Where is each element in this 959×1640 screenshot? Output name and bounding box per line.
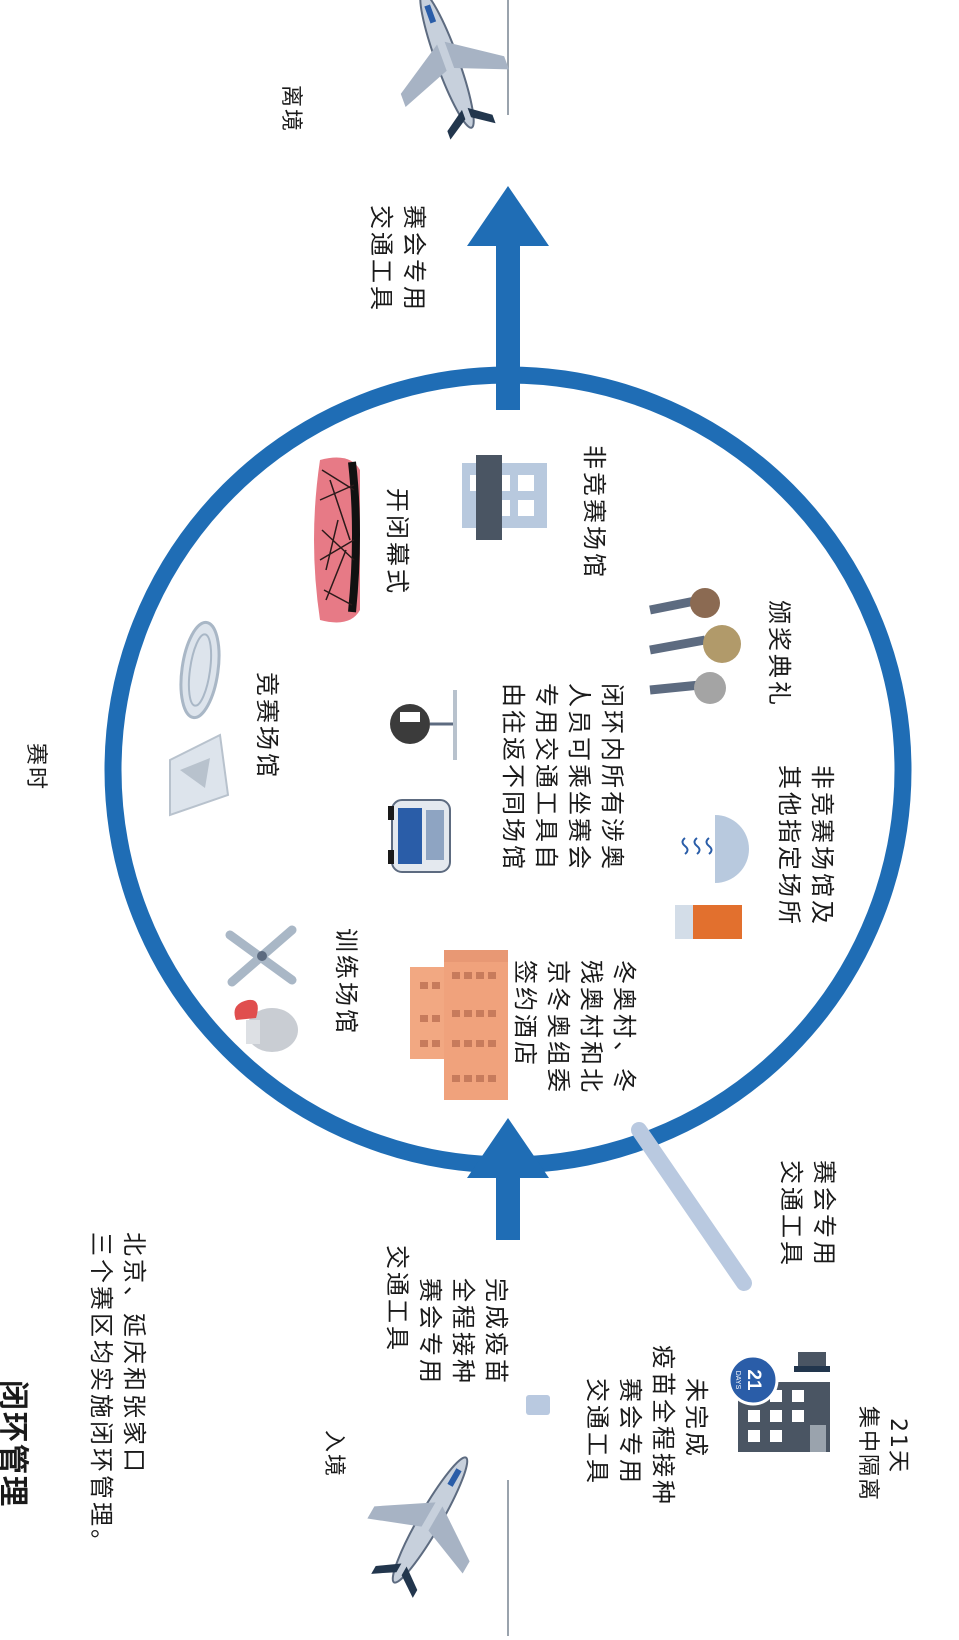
birds-nest-icon — [314, 457, 360, 623]
during-games-label: 赛时 — [23, 743, 48, 792]
transport-text: 闭环内所有涉奥 人员可乘坐赛会 专用交通工具自 由往返不同场馆 — [496, 683, 628, 872]
entry-label: 入境 — [321, 1430, 346, 1479]
vaccinated-line-2: 全程接种 — [449, 1278, 477, 1386]
days-badge-number: 21 — [743, 1369, 764, 1391]
crossed-skis-icon — [225, 925, 297, 987]
non-competition-venue-icon — [462, 455, 547, 540]
exit-plane-icon — [400, 0, 509, 140]
training-venue-label: 训练场馆 — [332, 928, 360, 1036]
vaccinated-line-4: 交通工具 — [383, 1245, 411, 1353]
competition-venue-label: 竞赛场馆 — [253, 672, 281, 780]
vaccinated-line-3: 赛会专用 — [416, 1278, 444, 1386]
cable-car-icon — [390, 690, 457, 760]
village-hotels-line-4: 签约酒店 — [511, 960, 539, 1068]
village-hotels-line-2: 残奥村和北 — [577, 960, 605, 1095]
unvaccinated-line-1: 未完成 — [682, 1378, 710, 1459]
unvaccinated-line-3: 赛会专用 — [616, 1378, 644, 1486]
dining-icon — [675, 815, 749, 939]
transport-line-2: 人员可乘坐赛会 — [565, 683, 593, 872]
unvaccinated-line-2: 疫苗全程接种 — [649, 1345, 677, 1507]
quarantine-text: 21天 集中隔离 — [852, 1406, 912, 1502]
quarantine-label: 集中隔离 — [855, 1406, 880, 1503]
village-hotels-text: 冬奥村、冬 残奥村和北 京冬奥组委 签约酒店 — [508, 960, 640, 1095]
days-badge: 21 DAYS — [727, 1354, 779, 1406]
transport-line-3: 专用交通工具自 — [532, 683, 560, 872]
unvaccinated-path-text: 未完成 疫苗全程接种 赛会专用 交通工具 — [580, 1345, 712, 1507]
vaccinated-line-1: 完成疫苗 — [482, 1278, 510, 1386]
transport-line-4: 由往返不同场馆 — [499, 683, 527, 872]
ceremony-label: 开闭幕式 — [383, 488, 411, 596]
exit-transport-line-1: 赛会专用 — [400, 205, 428, 313]
post-quarantine-line-2: 交通工具 — [777, 1160, 805, 1268]
quarantine-days: 21天 — [885, 1418, 910, 1474]
exit-transport-text: 赛会专用 交通工具 — [364, 205, 430, 313]
curling-stone-icon — [234, 999, 298, 1052]
dining-line-1: 非竞赛场馆及 — [808, 765, 836, 927]
dining-venues-text: 非竞赛场馆及 其他指定场所 — [772, 765, 838, 927]
intro-text: 北京、延庆和张家口 三个赛区均实施闭环管理。 — [84, 1232, 150, 1556]
transport-line-1: 闭环内所有涉奥 — [598, 683, 626, 872]
days-badge-unit: DAYS — [734, 1371, 741, 1390]
dining-line-2: 其他指定场所 — [775, 765, 803, 927]
post-quarantine-line-1: 赛会专用 — [810, 1160, 838, 1268]
entry-arrow — [467, 1118, 549, 1240]
exit-arrow — [467, 186, 549, 410]
ice-ribbon-icon — [179, 620, 221, 720]
vaccinated-path-text: 完成疫苗 全程接种 赛会专用 交通工具 — [380, 1245, 512, 1386]
shuttle-bus-icon — [388, 799, 451, 873]
non-competition-venue-label: 非竞赛场馆 — [580, 445, 608, 580]
quarantine-path — [526, 1122, 752, 1415]
village-hotels-line-3: 京冬奥组委 — [544, 960, 572, 1095]
village-hotels-line-1: 冬奥村、冬 — [610, 960, 638, 1095]
unvaccinated-line-4: 交通工具 — [583, 1378, 611, 1486]
page-title: 闭环管理 — [0, 1380, 30, 1508]
medals-icon — [649, 588, 741, 704]
post-quarantine-transport-text: 赛会专用 交通工具 — [774, 1160, 840, 1268]
intro-line-1: 北京、延庆和张家口 — [120, 1232, 148, 1475]
award-ceremony-label: 颁奖典礼 — [765, 600, 793, 708]
village-hotel-icon — [410, 950, 508, 1100]
exit-transport-line-2: 交通工具 — [367, 205, 395, 313]
exit-label: 离境 — [278, 85, 303, 134]
intro-line-2: 三个赛区均实施闭环管理。 — [87, 1232, 115, 1556]
ski-jump-icon — [169, 733, 230, 817]
entry-plane-icon — [367, 1456, 470, 1598]
